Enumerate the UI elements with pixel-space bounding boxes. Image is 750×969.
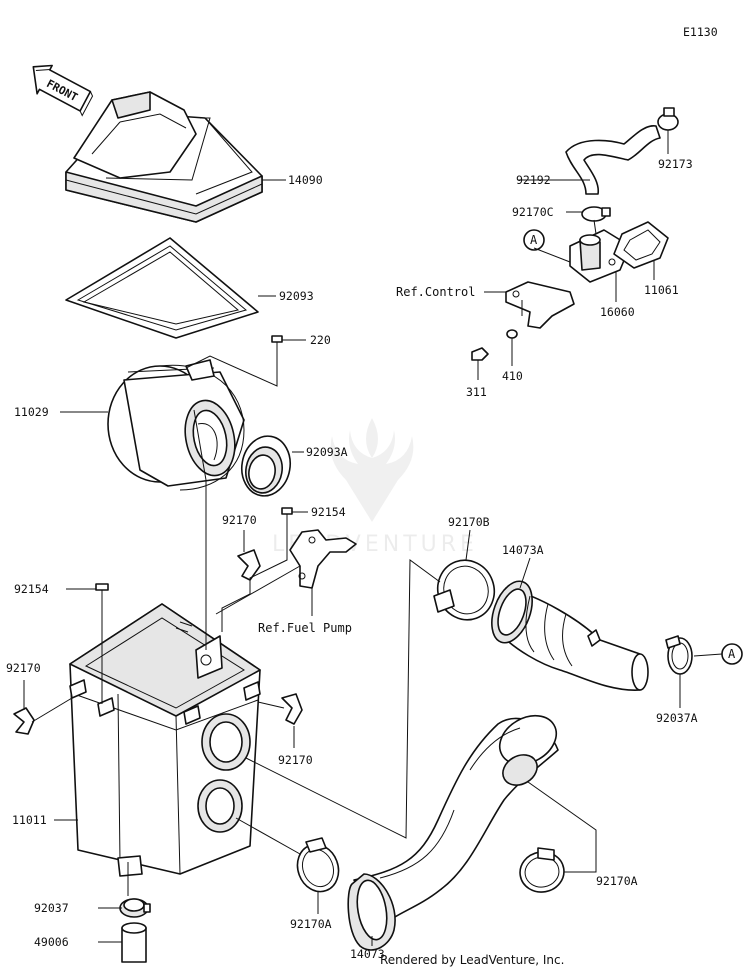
leader-lines: [23, 130, 723, 946]
part-92170-clip-left[interactable]: [13, 707, 35, 735]
part-92093-gasket[interactable]: [65, 237, 259, 339]
label-92154-left: 92154: [14, 582, 49, 596]
diagram-code: E1130: [683, 25, 718, 39]
label-92170C: 92170C: [512, 205, 554, 219]
marker-a-top[interactable]: A: [523, 229, 545, 251]
label-92170B: 92170B: [448, 515, 490, 529]
part-49006-drain-tube[interactable]: [121, 922, 147, 963]
part-92170A-clamp-right[interactable]: [517, 847, 567, 896]
marker-a-right[interactable]: A: [721, 643, 743, 665]
label-92170A-right: 92170A: [596, 874, 638, 888]
part-16060-fitting[interactable]: [569, 229, 631, 283]
label-92170A-mid: 92170A: [290, 917, 332, 931]
label-311: 311: [466, 385, 487, 399]
part-14073-duct[interactable]: [347, 706, 565, 951]
part-92170-clip-right[interactable]: [281, 693, 303, 725]
label-220: 220: [310, 333, 331, 347]
svg-text:A: A: [530, 233, 538, 247]
fuel-pump-bracket[interactable]: [289, 529, 357, 589]
part-92170B-clamp[interactable]: [429, 552, 502, 628]
part-410-washer[interactable]: [506, 329, 518, 339]
ref-control: Ref.Control: [396, 285, 475, 299]
label-92170-mid: 92170: [222, 513, 257, 527]
label-11011: 11011: [12, 813, 47, 827]
part-labels: 14090 92093 220 11029 92093A 92170 92154…: [6, 157, 698, 961]
part-11061-gasket[interactable]: [613, 221, 669, 269]
part-92037-clamp[interactable]: [119, 898, 151, 918]
part-92093A-seal[interactable]: [237, 432, 295, 499]
part-14073A-boot[interactable]: [484, 576, 649, 691]
label-92173: 92173: [658, 157, 693, 171]
part-92037A-clamp[interactable]: [665, 635, 693, 675]
label-92154-mid: 92154: [311, 505, 346, 519]
label-14090: 14090: [288, 173, 323, 187]
label-92192: 92192: [516, 173, 551, 187]
label-49006: 49006: [34, 935, 69, 949]
footer-credit: Rendered by LeadVenture, Inc.: [380, 953, 564, 967]
part-92173-clamp[interactable]: [657, 107, 679, 131]
label-16060: 16060: [600, 305, 635, 319]
label-11061: 11061: [644, 283, 679, 297]
part-92154-bolt-left[interactable]: [95, 583, 109, 604]
label-14073A: 14073A: [502, 543, 544, 557]
part-311-nut[interactable]: [471, 347, 489, 361]
label-14073: 14073: [350, 947, 385, 961]
part-11011-case[interactable]: [69, 603, 261, 877]
label-11029: 11029: [14, 405, 49, 419]
front-arrow-icon: FRONT: [32, 64, 94, 117]
part-92170C-clamp[interactable]: [581, 206, 611, 222]
part-11029-element[interactable]: [107, 359, 245, 491]
part-92170-clip-mid[interactable]: [237, 549, 261, 581]
part-92192-hose[interactable]: [565, 125, 661, 195]
label-92170-right: 92170: [278, 753, 313, 767]
label-92093A: 92093A: [306, 445, 348, 459]
label-92037A: 92037A: [656, 711, 698, 725]
ref-fuel-pump: Ref.Fuel Pump: [258, 621, 352, 635]
control-bracket[interactable]: [505, 281, 575, 329]
label-92093: 92093: [279, 289, 314, 303]
part-14090-cover[interactable]: [65, 91, 263, 223]
part-220-screw[interactable]: [271, 335, 283, 352]
part-92170A-clamp-mid[interactable]: [291, 837, 345, 897]
label-92037: 92037: [34, 901, 69, 915]
part-92154-bolt-mid[interactable]: [281, 507, 293, 528]
svg-text:A: A: [728, 647, 736, 661]
label-410: 410: [502, 369, 523, 383]
label-92170-left: 92170: [6, 661, 41, 675]
